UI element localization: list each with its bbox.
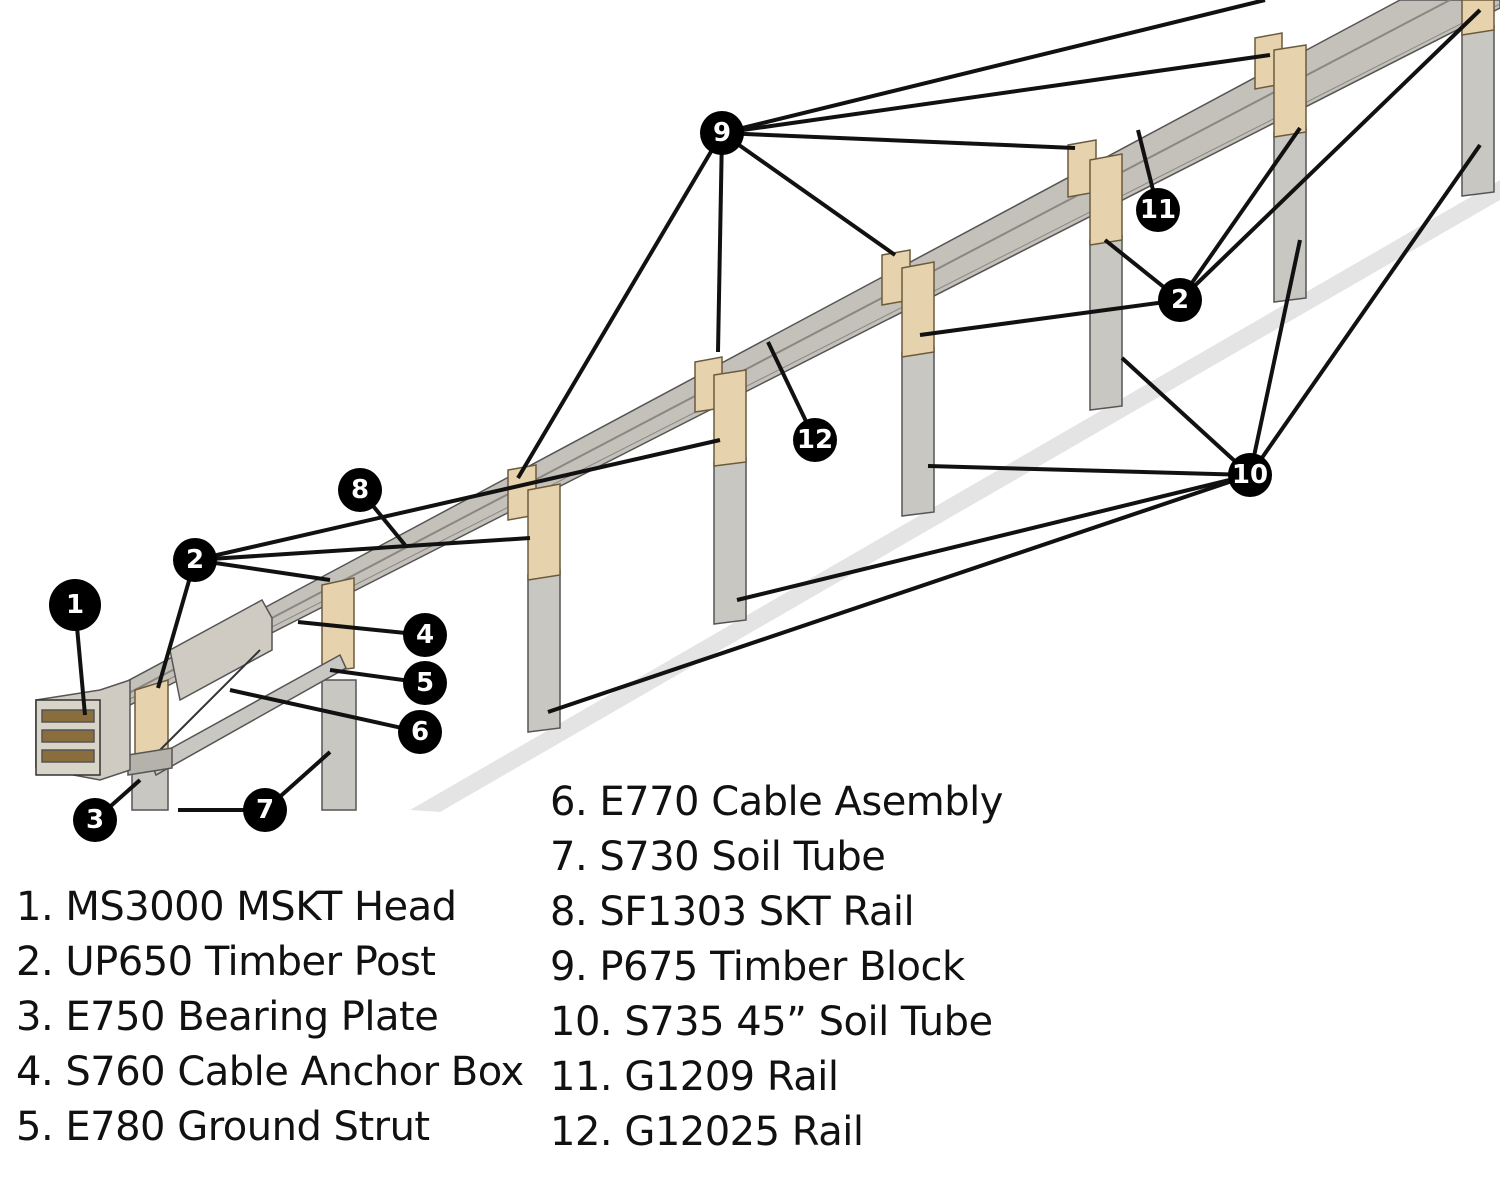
svg-text:9: 9 xyxy=(713,118,731,148)
soil-tube-7 xyxy=(321,679,357,811)
cable-assembly xyxy=(159,649,261,751)
callout-2b: 2 xyxy=(1158,278,1202,322)
soil-tube-p4 xyxy=(1089,235,1123,411)
soil-tube-p6 xyxy=(1461,25,1495,197)
svg-text:10: 10 xyxy=(1232,460,1268,490)
svg-text:7: 7 xyxy=(256,795,274,825)
svg-text:1: 1 xyxy=(66,590,84,620)
legend-item: 12. G12025 Rail xyxy=(550,1109,864,1155)
ground-shadow xyxy=(410,180,1500,812)
callout-1: 1 xyxy=(49,579,101,631)
soil-tube-p3 xyxy=(901,347,935,517)
parts-legend-right: 6. E770 Cable Asembly 7. S730 Soil Tube … xyxy=(550,775,1003,1160)
legend-item: 2. UP650 Timber Post xyxy=(16,939,436,985)
callout-2a: 2 xyxy=(173,538,217,582)
timber-post-p1 xyxy=(527,483,561,581)
timber-post-p5 xyxy=(1273,44,1307,138)
callout-10: 10 xyxy=(1228,453,1272,497)
timber-post-p2 xyxy=(713,369,747,467)
legend-item: 1. MS3000 MSKT Head xyxy=(16,884,457,930)
callout-3: 3 xyxy=(73,798,117,842)
callout-7: 7 xyxy=(243,788,287,832)
svg-text:2: 2 xyxy=(186,545,204,575)
callout-4: 4 xyxy=(403,613,447,657)
timber-post-p4 xyxy=(1089,153,1123,246)
timber-post-p6 xyxy=(1461,0,1495,36)
soil-tubes xyxy=(131,25,1495,811)
callout-8: 8 xyxy=(338,468,382,512)
legend-item: 5. E780 Ground Strut xyxy=(16,1104,430,1150)
legend-item: 4. S760 Cable Anchor Box xyxy=(16,1049,524,1095)
legend-item: 8. SF1303 SKT Rail xyxy=(550,889,915,935)
legend-item: 11. G1209 Rail xyxy=(550,1054,839,1100)
timber-post-p3 xyxy=(901,261,935,358)
legend-item: 9. P675 Timber Block xyxy=(550,944,965,990)
legend-item: 7. S730 Soil Tube xyxy=(550,834,886,880)
svg-text:12: 12 xyxy=(797,425,833,455)
legend-item: 3. E750 Bearing Plate xyxy=(16,994,439,1040)
callout-9: 9 xyxy=(700,111,744,155)
callout-5: 5 xyxy=(403,661,447,705)
callout-12: 12 xyxy=(793,418,837,462)
svg-text:11: 11 xyxy=(1140,195,1176,225)
leader-lines xyxy=(73,0,1482,822)
svg-text:2: 2 xyxy=(1171,285,1189,315)
cable-anchor-box xyxy=(169,598,273,702)
timber-posts xyxy=(134,0,1495,771)
svg-text:5: 5 xyxy=(416,668,434,698)
legend-item: 6. E770 Cable Asembly xyxy=(550,779,1003,825)
soil-tube-p5 xyxy=(1273,127,1307,303)
callout-11: 11 xyxy=(1136,188,1180,232)
legend-item: 10. S735 45” Soil Tube xyxy=(550,999,993,1045)
end-hardware xyxy=(35,598,347,781)
svg-text:3: 3 xyxy=(86,805,104,835)
parts-legend-left: 1. MS3000 MSKT Head 2. UP650 Timber Post… xyxy=(16,880,524,1155)
svg-text:6: 6 xyxy=(411,717,429,747)
callouts: 1 2 2 3 4 5 6 7 8 9 10 11 12 xyxy=(49,111,1272,842)
callout-6: 6 xyxy=(398,710,442,754)
svg-text:8: 8 xyxy=(351,475,369,505)
svg-text:4: 4 xyxy=(416,620,434,650)
